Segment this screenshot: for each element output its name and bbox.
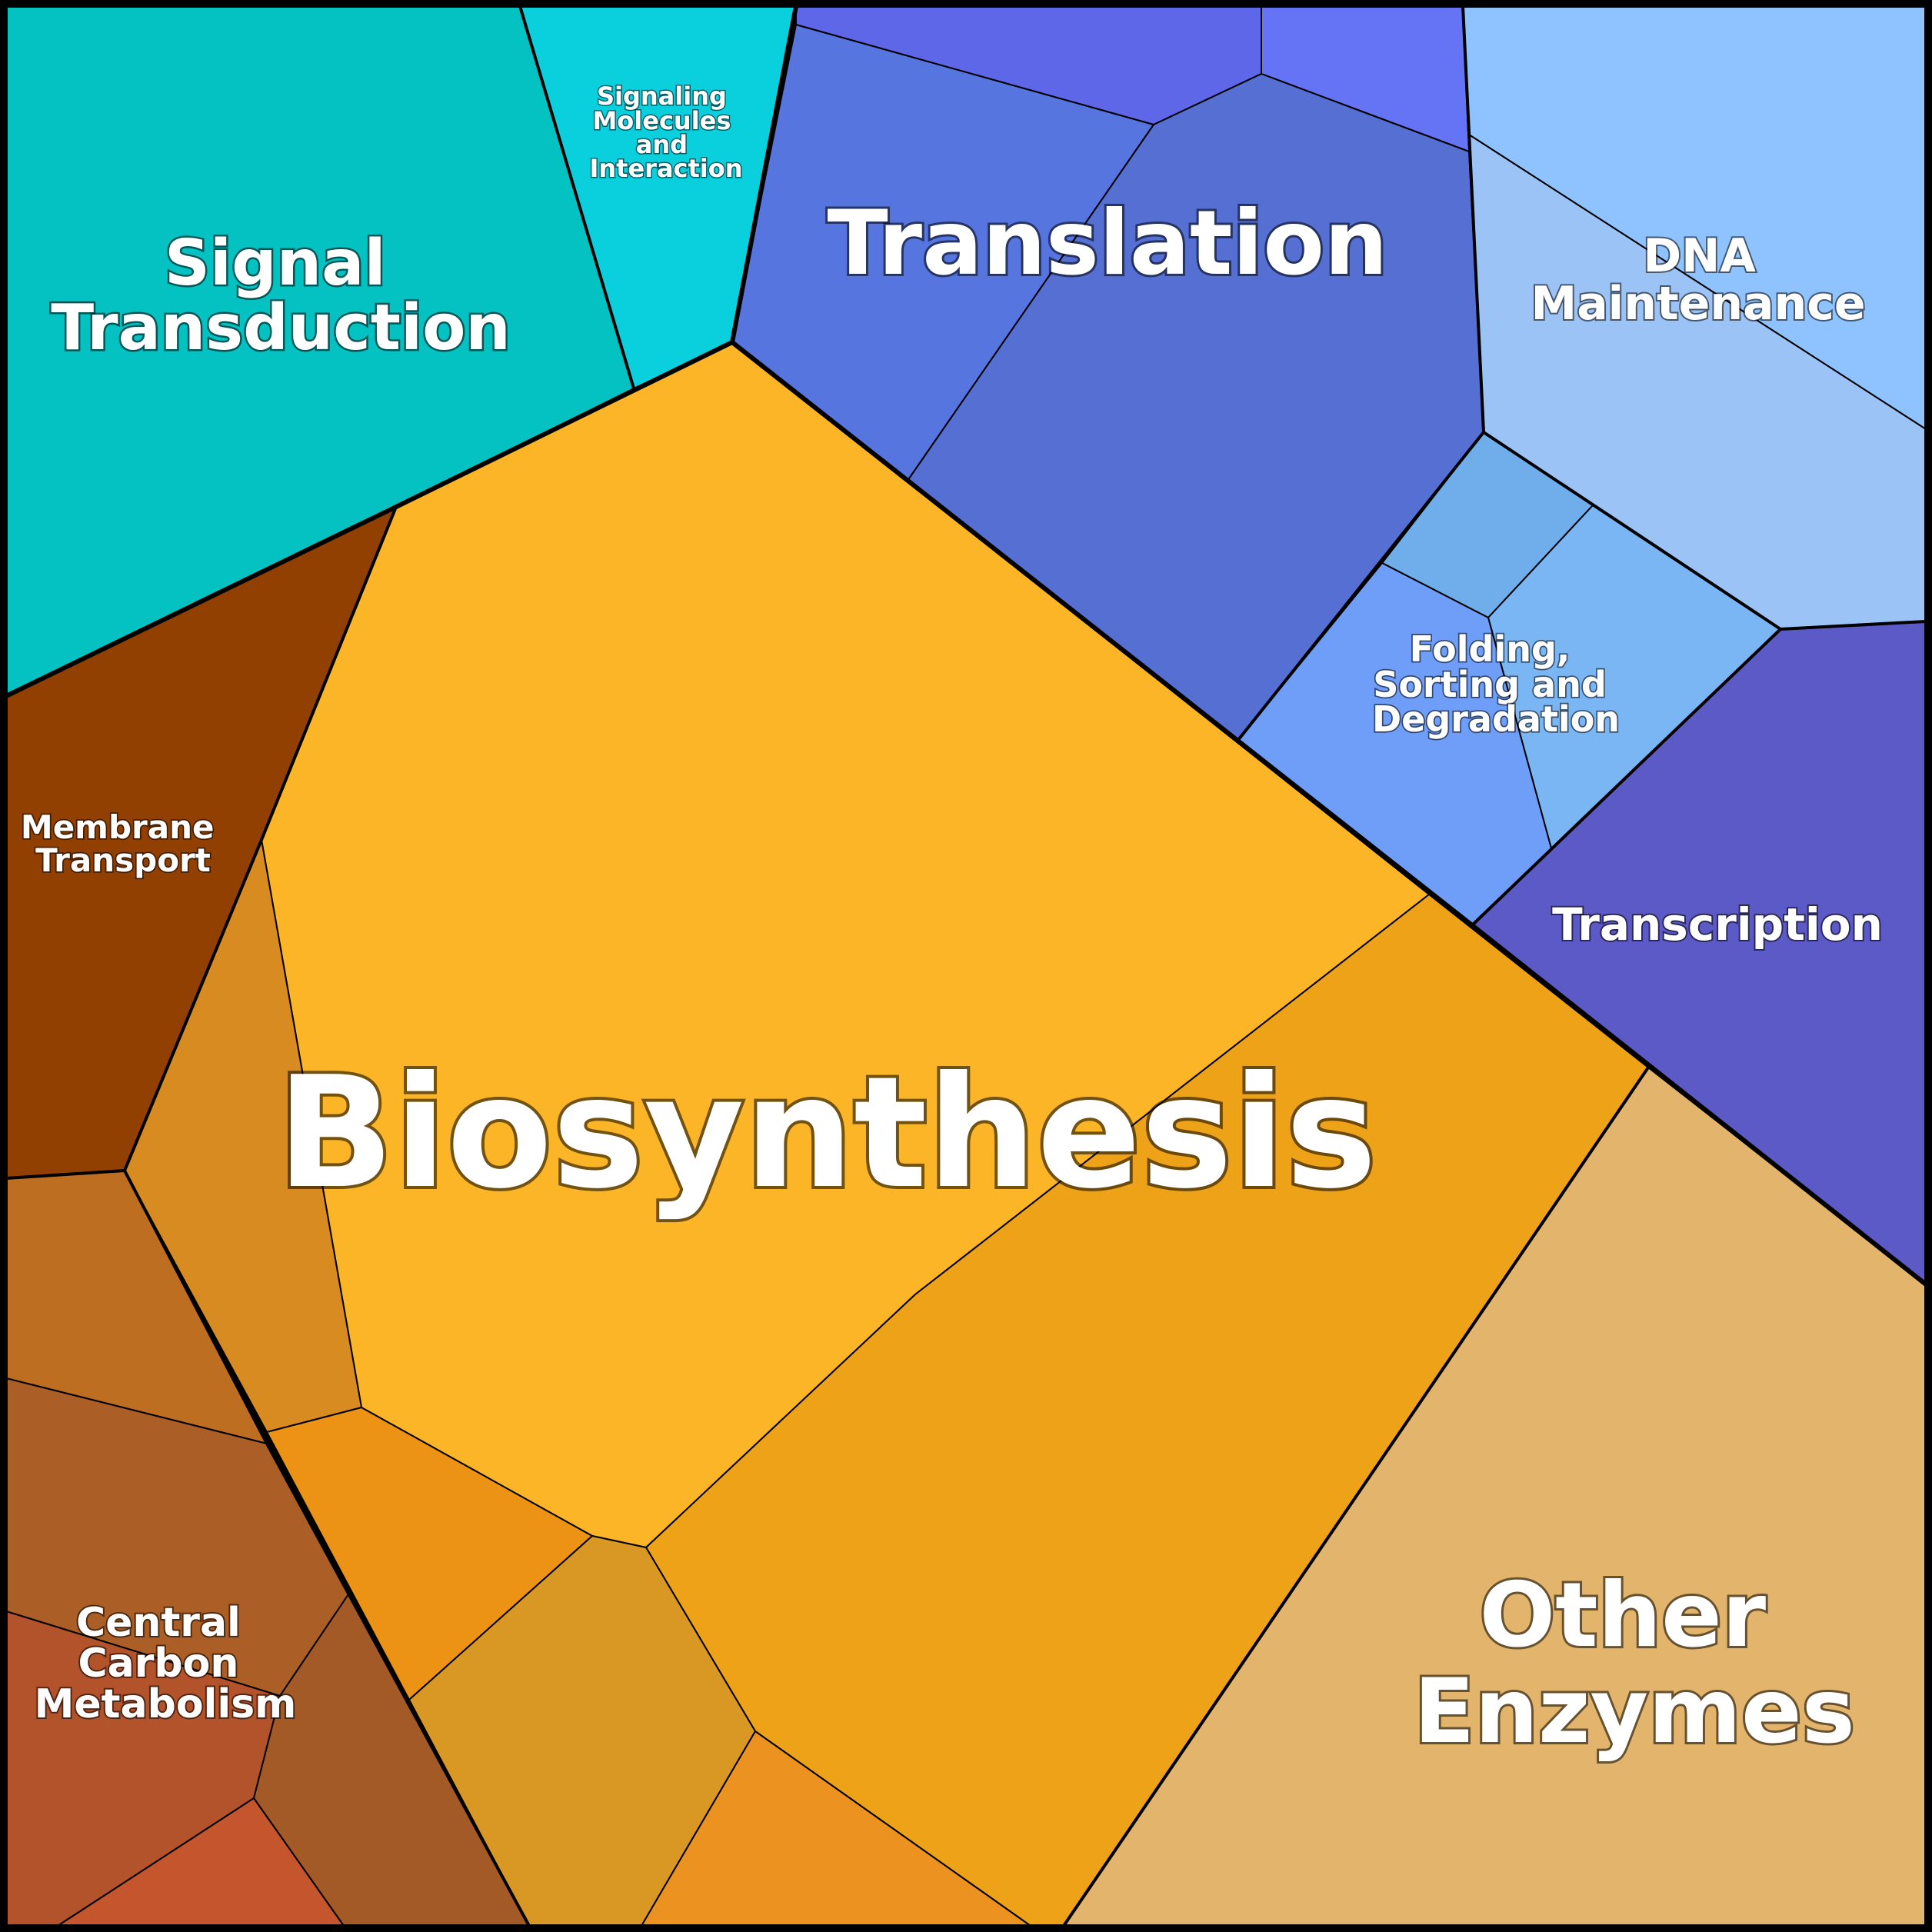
label-folding-sorting: Folding, Sorting and Degradation — [1372, 628, 1620, 740]
label-signaling-molecules: Signaling Molecules and Interaction — [589, 82, 742, 183]
border-membrane-biosynthesis — [5, 505, 398, 1180]
border-signal-molecules — [518, 5, 635, 390]
border-translation-dna — [1461, 5, 1485, 434]
label-other-enzymes: Other Enzymes — [1414, 1564, 1855, 1764]
label-biosynthesis: Biosynthesis — [277, 1044, 1377, 1223]
border-biosynthesis-other — [1062, 1066, 1650, 1927]
border-signal-biosynthesis — [4, 4, 798, 698]
label-translation: Translation — [827, 192, 1387, 295]
border-dna-transcription — [1779, 620, 1927, 631]
border-folding — [1237, 431, 1782, 927]
label-central-carbon: Central Carbon Metabolism — [35, 1600, 297, 1727]
label-transcription: Transcription — [1552, 898, 1883, 951]
border-carbon-biosynthesis — [123, 1169, 531, 1927]
label-signal-transduction: Signal Transduction — [51, 227, 511, 365]
label-dna-maintenance: DNA Maintenance — [1531, 229, 1865, 331]
label-membrane-transport: Membrane Transport — [21, 808, 225, 879]
